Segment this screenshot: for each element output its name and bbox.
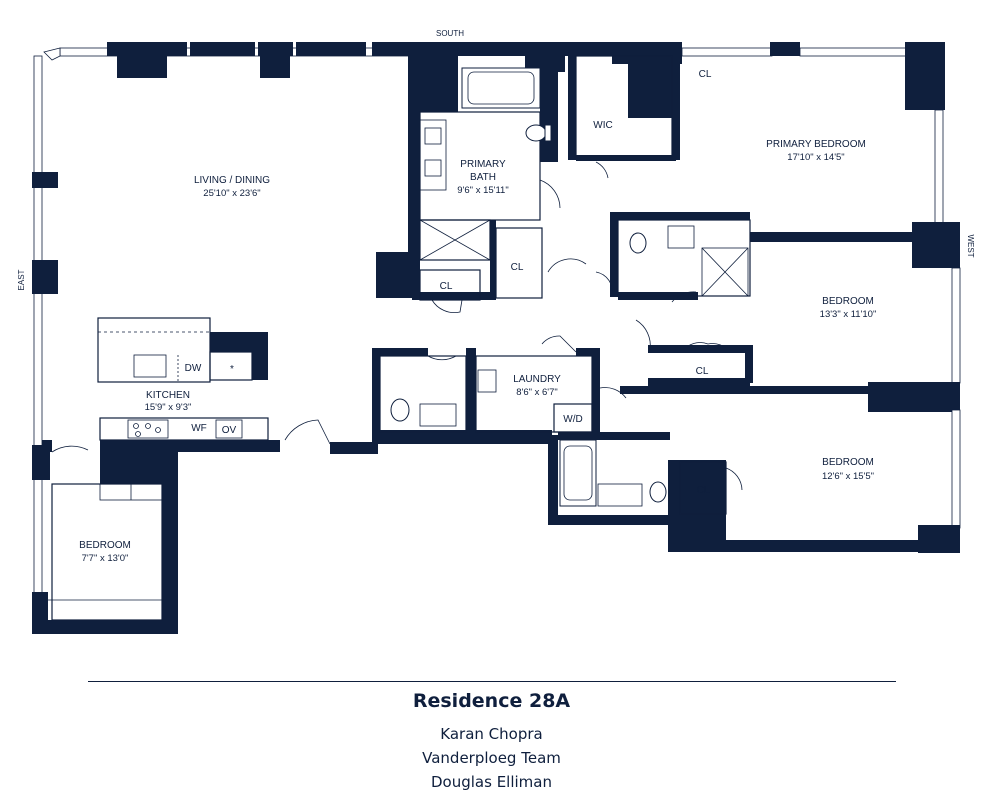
laundry-walls <box>330 348 600 454</box>
label-kitchen: KITCHEN <box>146 390 190 401</box>
dim-kitchen: 15'9" x 9'3" <box>145 402 192 413</box>
label-bedroom-west: BEDROOM <box>822 296 874 307</box>
floor-plan: SOUTH EAST WEST LIVING / DINING 25'10" x… <box>17 29 975 634</box>
dim-living: 25'10" x 23'6" <box>203 188 260 199</box>
label-primary-bath-1: PRIMARY <box>460 159 506 170</box>
divider <box>88 681 896 682</box>
kitchen-walls <box>32 332 280 634</box>
team-name: Vanderploeg Team <box>422 749 561 767</box>
label-laundry: LAUNDRY <box>513 374 561 385</box>
dim-bedroom-west: 13'3" x 11'10" <box>820 309 877 320</box>
primary-suite-walls <box>568 42 960 268</box>
label-bedroom-small: BEDROOM <box>79 540 131 551</box>
label-wf: WF <box>191 423 207 434</box>
interior-lines <box>48 55 751 621</box>
label-cl-core: CL <box>511 262 524 273</box>
dim-bedroom-sw: 12'6" x 15'5" <box>822 471 874 482</box>
label-wic: WIC <box>593 120 612 131</box>
label-wd: W/D <box>563 414 582 425</box>
brokerage-name: Douglas Elliman <box>431 773 552 791</box>
label-cl-west: CL <box>696 366 709 377</box>
top-columns <box>107 42 412 78</box>
label-primary-bath-2: BATH <box>470 172 496 183</box>
compass-east: EAST <box>17 269 26 290</box>
label-primary-bedroom: PRIMARY BEDROOM <box>766 139 866 150</box>
agent-name: Karan Chopra <box>440 725 543 743</box>
label-living: LIVING / DINING <box>194 175 270 186</box>
fridge-symbol: * <box>230 364 234 375</box>
dim-primary-bath: 9'6" x 15'11" <box>457 185 508 196</box>
dim-primary-bedroom: 17'10" x 14'5" <box>787 152 844 163</box>
label-cl-sw: CL <box>697 485 710 496</box>
compass-south: SOUTH <box>436 29 464 38</box>
dim-bedroom-small: 7'7" x 13'0" <box>82 553 129 564</box>
windows-east <box>33 55 43 447</box>
label-cl-primary: CL <box>699 69 712 80</box>
label-bedroom-sw: BEDROOM <box>822 457 874 468</box>
compass-west: WEST <box>966 234 975 257</box>
dim-laundry: 8'6" x 6'7" <box>516 387 558 398</box>
label-cl-bath: CL <box>440 281 453 292</box>
residence-title: Residence 28A <box>412 690 571 712</box>
west-bedroom-walls <box>548 212 961 553</box>
label-dw: DW <box>185 363 202 374</box>
label-ov: OV <box>222 425 237 436</box>
